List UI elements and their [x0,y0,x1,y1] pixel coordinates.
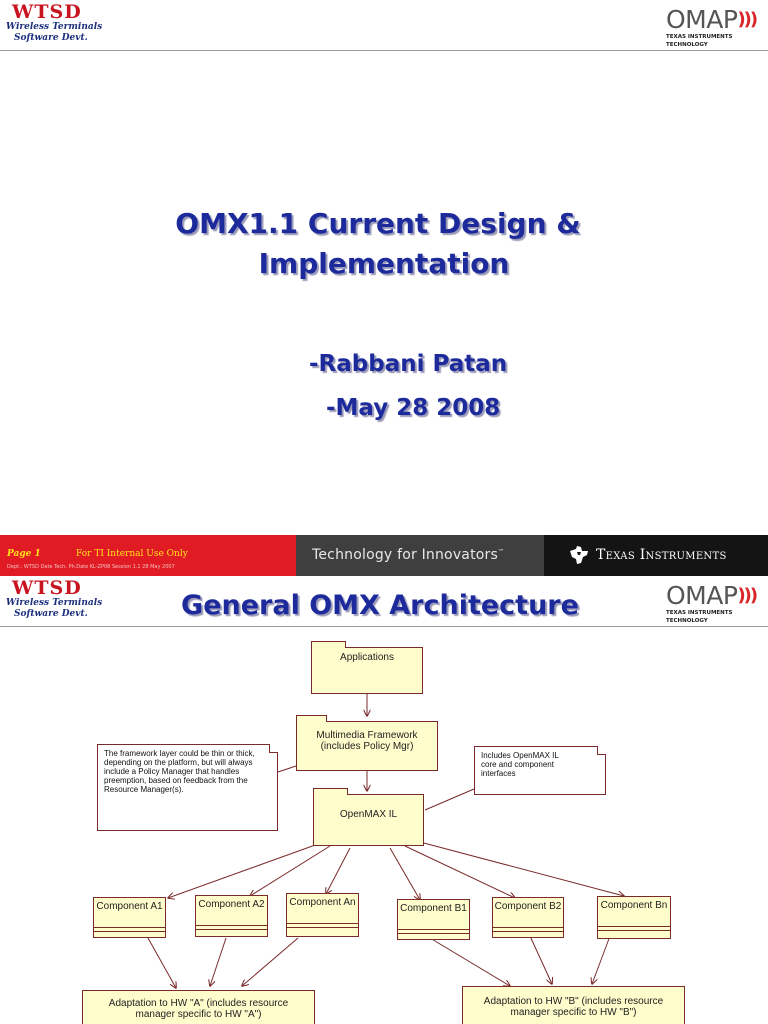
wtsd-line1: Wireless Terminals [6,22,103,32]
adaptation-hw-b: Adaptation to HW "B" (includes resource … [462,986,685,1024]
arrow-il-to-b2 [404,845,515,898]
openmax-il-package: OpenMAX IL [313,788,424,846]
wtsd-logo: WTSD Wireless Terminals Software Devt. [6,577,106,620]
omap-tagline: TEXAS INSTRUMENTS TECHNOLOGY [666,610,733,624]
omap-logo-text: OMAP [666,5,738,34]
slide-title: General OMX Architecture [181,590,579,621]
omap-logo-text: OMAP [666,581,738,610]
component-a1-label: Component A1 [96,901,163,912]
title-line-1: OMX1.1 Current Design & [175,207,581,240]
component-b1-label: Component B1 [400,903,467,914]
wtsd-line2: Software Devt. [14,609,88,619]
date: -May 28 2008 [326,395,501,421]
wtsd-logo-text: WTSD [12,1,82,23]
page-number: Page 1 [7,549,41,559]
architecture-slide: WTSD Wireless Terminals Software Devt. O… [0,576,768,1024]
header-rule [0,626,768,627]
arrow-a1-to-adapt-a [147,937,176,988]
header-rule [0,50,768,51]
signal-icon: ))) [737,585,758,606]
wtsd-logo: WTSD Wireless Terminals Software Devt. [6,1,106,44]
ti-wordmark: Texas Instruments [596,547,727,563]
footer-red-band [0,535,296,576]
slide-header: WTSD Wireless Terminals Software Devt. O… [0,576,768,628]
internal-use-notice: For TI Internal Use Only [76,549,188,559]
arrow-il-to-a1 [168,843,319,898]
arrow-bn-to-adapt-b [592,935,611,984]
arrow-b2-to-adapt-b [529,935,552,984]
arrow-il-to-a2 [250,845,331,896]
arrow-il-to-bn [419,841,624,896]
omap-logo: OMAP))) TEXAS INSTRUMENTS TECHNOLOGY [666,6,764,49]
title-line-2: Implementation [258,247,510,280]
footer-tagline: Technology for Innovators™ [312,547,504,563]
arrow-an-to-adapt-a [242,937,299,986]
il-note-text: Includes OpenMAX IL core and component i… [481,751,559,778]
adaptation-hw-a-label: Adaptation to HW "A" (includes resource … [108,998,289,1020]
document-reference: Dept.: WTSD Date Tech. Ph.Date KL-ZP08 S… [7,564,175,570]
applications-package: Applications [311,641,423,694]
framework-note: The framework layer could be thin or thi… [97,744,278,831]
slide-footer: Page 1 For TI Internal Use Only Dept.: W… [0,535,768,576]
framework-note-text: The framework layer could be thin or thi… [104,749,255,794]
ti-logo: Texas Instruments [568,545,727,565]
component-b1: Component B1 [397,899,470,940]
arrow-il-to-b1 [389,847,420,900]
author: -Rabbani Patan [309,351,508,377]
component-a1: Component A1 [93,897,166,938]
signal-icon: ))) [737,9,758,30]
openmax-il-label: OpenMAX IL [339,809,398,820]
applications-label: Applications [340,652,394,663]
tagline-text: Technology for Innovators [312,547,498,563]
component-b2: Component B2 [492,897,564,938]
arrow-b1-to-adapt-b [429,937,510,986]
component-bn-label: Component Bn [600,900,668,911]
omap-logo: OMAP))) TEXAS INSTRUMENTS TECHNOLOGY [666,582,764,625]
component-a2-label: Component A2 [198,899,265,910]
adaptation-hw-b-label: Adaptation to HW "B" (includes resource … [483,996,664,1018]
adaptation-hw-a: Adaptation to HW "A" (includes resource … [82,990,315,1024]
component-an-label: Component An [289,897,356,908]
wtsd-line1: Wireless Terminals [6,598,103,608]
arrow-il-to-an [326,847,351,894]
slide-title: OMX1.1 Current Design & Implementation [0,204,768,284]
note-connector-framework [277,765,297,773]
component-an: Component An [286,893,359,937]
arrow-a2-to-adapt-a [210,937,227,986]
trademark-mark: ™ [497,548,505,556]
component-bn: Component Bn [597,896,671,939]
slide-header: WTSD Wireless Terminals Software Devt. O… [0,0,768,52]
framework-label: Multimedia Framework (includes Policy Mg… [316,730,418,752]
omap-tagline: TEXAS INSTRUMENTS TECHNOLOGY [666,34,733,48]
component-a2: Component A2 [195,895,268,937]
diagram-connectors [147,694,768,1024]
note-connector-il [424,788,475,811]
ti-state-icon [570,546,588,564]
component-b2-label: Component B2 [494,901,562,912]
title-slide: WTSD Wireless Terminals Software Devt. O… [0,0,768,576]
framework-package: Multimedia Framework (includes Policy Mg… [296,715,438,771]
footer-grey-band [296,535,544,576]
il-note: Includes OpenMAX IL core and component i… [474,746,606,795]
wtsd-line2: Software Devt. [14,33,88,43]
wtsd-logo-text: WTSD [12,577,82,599]
